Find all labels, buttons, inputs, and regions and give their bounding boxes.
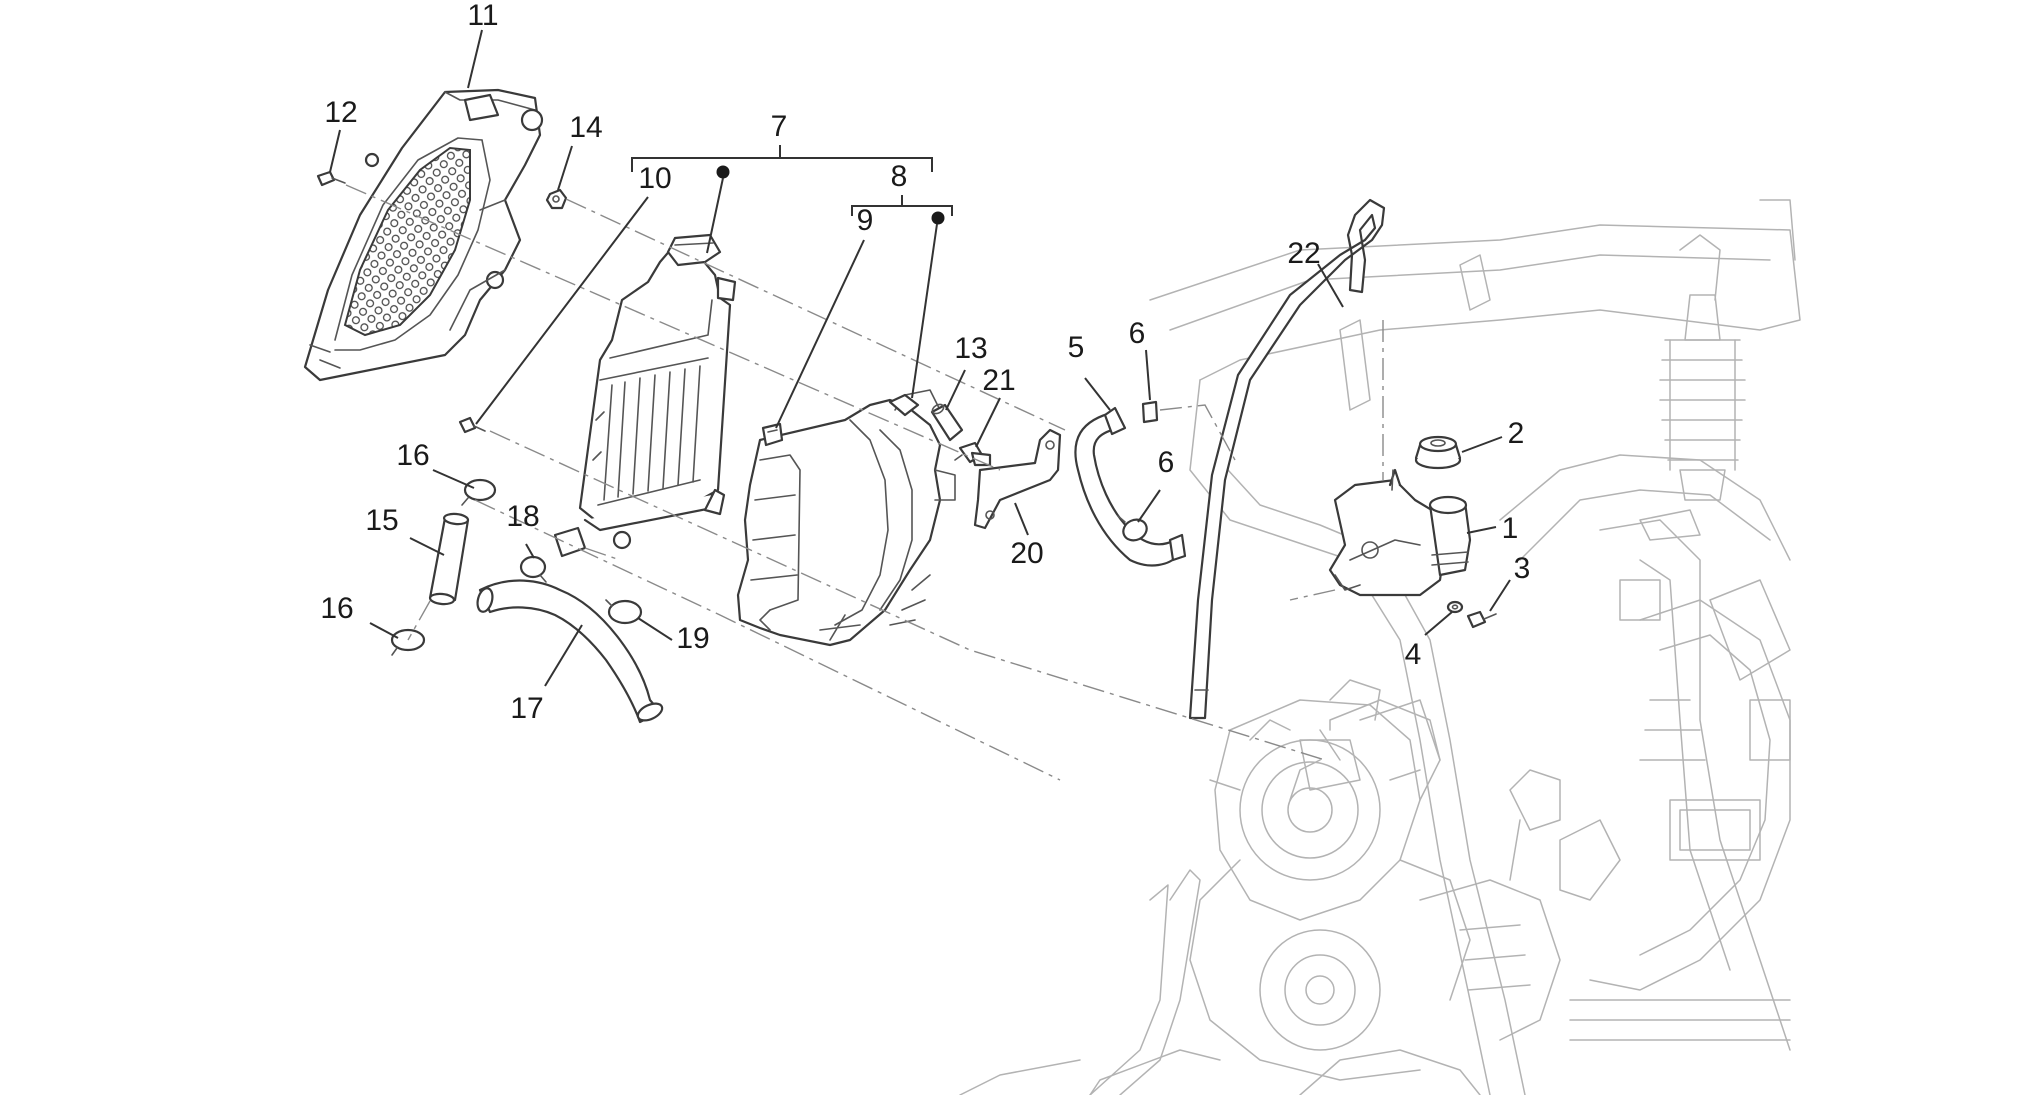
callout-16-lower: 16 <box>320 592 353 625</box>
callout-20: 20 <box>1010 537 1043 570</box>
hose-clamp-part-6a <box>1141 400 1159 424</box>
rubber-pad-part-13 <box>930 403 964 442</box>
callout-14: 14 <box>569 111 602 144</box>
hose-clamp-part-6b <box>1117 515 1148 542</box>
hose-part-15 <box>428 512 470 606</box>
callout-1: 1 <box>1502 512 1519 545</box>
callout-11: 11 <box>467 0 498 32</box>
callout-5: 5 <box>1068 331 1085 364</box>
callout-2: 2 <box>1508 417 1525 450</box>
callout-10: 10 <box>638 162 671 195</box>
callout-19: 19 <box>676 622 709 655</box>
screw-part-12 <box>316 170 346 187</box>
callout-21: 21 <box>982 364 1015 397</box>
scooter-frame-background <box>959 199 1801 1095</box>
callout-18: 18 <box>506 500 539 533</box>
bullet-marker-8 <box>931 211 945 225</box>
callout-16-upper: 16 <box>396 439 429 472</box>
sensor-part-21 <box>954 441 992 467</box>
breather-tube-part-22 <box>1188 198 1386 720</box>
callout-9: 9 <box>857 204 874 237</box>
hose-clamp-part-19 <box>605 599 643 625</box>
tank-cap-part-2 <box>1414 435 1462 470</box>
callout-7: 7 <box>771 110 788 143</box>
callout-6-lower: 6 <box>1158 446 1175 479</box>
bullet-marker-7 <box>716 165 730 179</box>
callout-22: 22 <box>1287 237 1320 270</box>
hose-clamp-part-16b <box>390 628 426 656</box>
leader-lines <box>329 29 1511 687</box>
callout-6-upper: 6 <box>1129 317 1146 350</box>
callout-labels: 1 2 3 4 5 6 6 7 8 9 10 11 12 13 14 15 16… <box>320 0 1530 725</box>
callout-12: 12 <box>324 96 357 129</box>
callout-13: 13 <box>954 332 987 365</box>
hose-part-5 <box>1074 406 1187 567</box>
clip-part-9 <box>761 422 784 447</box>
fan-shroud-part <box>736 389 956 647</box>
engine-background <box>1189 599 1791 1095</box>
expansion-tank-part <box>1328 468 1472 597</box>
callout-17: 17 <box>510 692 543 725</box>
callout-15: 15 <box>365 504 398 537</box>
radiator-part <box>553 233 737 558</box>
bracket-part-20 <box>973 428 1062 530</box>
hose-part-17 <box>476 579 664 724</box>
callout-4: 4 <box>1405 638 1422 671</box>
screw-part-3 <box>1466 610 1497 629</box>
assembly-axis-lines <box>345 184 1384 781</box>
radiator-cover-part <box>303 88 544 382</box>
hose-clamp-part-18 <box>519 555 547 583</box>
washer-part-4 <box>1446 600 1464 614</box>
callout-8: 8 <box>891 160 908 193</box>
callout-3: 3 <box>1514 552 1531 585</box>
screw-part-10 <box>458 416 486 434</box>
nut-part-14 <box>545 188 568 210</box>
hose-clamp-part-16a <box>461 478 497 506</box>
